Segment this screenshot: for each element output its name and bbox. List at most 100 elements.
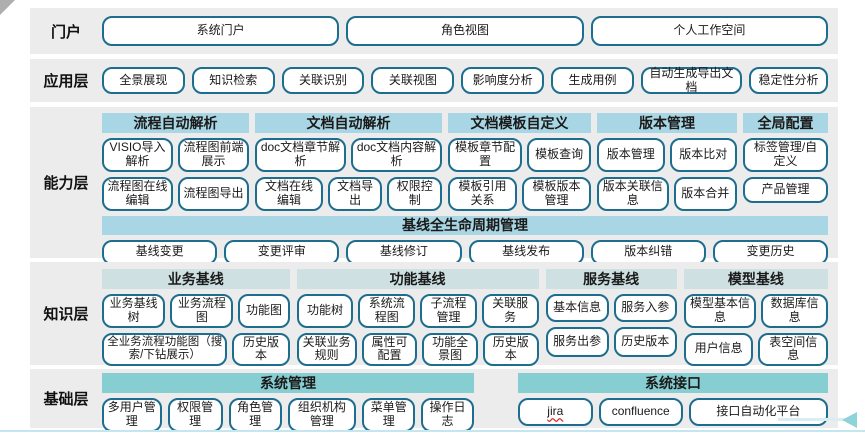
capability-button: 流程图在线编辑: [102, 177, 173, 211]
knowledge-button: 模型基本信息: [683, 294, 757, 328]
foundation-group-system-interface: 系统接口 jira confluence 接口自动化平台: [518, 373, 828, 428]
knowledge-button: 基本信息: [545, 294, 609, 322]
foundation-button: 菜单管理: [362, 398, 416, 432]
foundation-spacer: [474, 373, 518, 428]
capability-button: 模板章节配置: [448, 138, 523, 172]
corner-decoration: [0, 0, 15, 15]
capability-group-process-parse: 流程自动解析 VISIO导入解析 流程图前端展示 流程图在线编辑 流程图导出: [102, 113, 249, 211]
capability-button: 版本合并: [673, 177, 737, 211]
portal-button: 角色视图: [346, 16, 584, 46]
baseline-button: 基线发布: [468, 239, 584, 265]
capability-button: 权限控制: [387, 177, 442, 211]
knowledge-group-model: 模型基线 模型基本信息 数据库信息 用户信息 表空间信息: [683, 269, 828, 367]
knowledge-group-header: 服务基线: [545, 269, 677, 289]
knowledge-button: 业务基线树: [102, 294, 166, 328]
capability-button: 标签管理/自定义: [743, 138, 828, 172]
foundation-group-system-management: 系统管理 多用户管理 权限管理 角色管理 组织机构管理 菜单管理 操作日志: [102, 373, 474, 432]
layer-label-foundation: 基础层: [43, 391, 89, 408]
capability-button: 产品管理: [743, 177, 828, 203]
layer-application: 应用层 全景展现 知识检索 关联识别 关联视图 影响度分析 生成用例 自动生成导…: [30, 59, 838, 102]
knowledge-button: 服务出参: [545, 327, 609, 357]
app-button: 稳定性分析: [748, 67, 829, 94]
knowledge-button: 功能全景图: [422, 332, 478, 367]
app-button: 生成用例: [551, 67, 634, 94]
layer-label-application: 应用层: [43, 73, 89, 90]
layer-portal: 门户 系统门户 角色视图 个人工作空间: [30, 8, 838, 54]
knowledge-button: 全业务流程功能图（搜索/下钻展示）: [102, 332, 228, 367]
app-button: 关联视图: [371, 67, 455, 94]
arrow-tail-line: [778, 418, 846, 421]
baseline-button: 变更历史: [712, 239, 829, 265]
knowledge-button: 历史版本: [232, 332, 290, 367]
knowledge-button: 关联业务规则: [296, 332, 357, 367]
baseline-button: 版本纠错: [590, 239, 706, 265]
app-button: 知识检索: [191, 67, 275, 94]
baseline-button: 基线修订: [346, 239, 462, 265]
knowledge-group-header: 模型基线: [683, 269, 828, 289]
layer-label-capability: 能力层: [43, 175, 89, 192]
knowledge-group-service: 服务基线 基本信息 服务入参 服务出参 历史版本: [545, 269, 677, 365]
capability-group-header: 文档自动解析: [255, 113, 442, 133]
foundation-content: 系统管理 多用户管理 权限管理 角色管理 组织机构管理 菜单管理 操作日志 系统…: [102, 369, 838, 432]
knowledge-button: 历史版本: [613, 327, 677, 357]
knowledge-button: 用户信息: [683, 332, 754, 367]
knowledge-group-function: 功能基线 功能树 系统流程图 子流程管理 关联服务 关联业务规则 属性可配置 功…: [296, 269, 539, 367]
capability-group-header: 版本管理: [597, 113, 737, 133]
knowledge-button: 功能图: [238, 294, 290, 328]
interface-button-jira: jira: [518, 398, 593, 426]
left-arrow-icon: [842, 412, 857, 428]
knowledge-group-header: 功能基线: [296, 269, 539, 289]
layer-label-portal: 门户: [50, 23, 81, 41]
capability-button: doc文档内容解析: [351, 138, 442, 172]
knowledge-button: 表空间信息: [758, 332, 828, 367]
foundation-group-header: 系统接口: [518, 373, 828, 393]
knowledge-button: 关联服务: [481, 294, 539, 328]
capability-group-template: 文档模板自定义 模板章节配置 模板查询 模板引用关系 模板版本管理: [448, 113, 591, 211]
app-button: 影响度分析: [461, 67, 545, 94]
app-button: 全景展现: [102, 67, 185, 94]
portal-content: 系统门户 角色视图 个人工作空间: [102, 8, 838, 54]
foundation-button: 角色管理: [228, 398, 282, 432]
knowledge-button: 数据库信息: [761, 294, 828, 328]
capability-group-doc-parse: 文档自动解析 doc文档章节解析 doc文档内容解析 文档在线编辑 文档导出 权…: [255, 113, 442, 211]
portal-button: 个人工作空间: [590, 16, 828, 46]
capability-group-header: 全局配置: [743, 113, 828, 133]
foundation-button: 操作日志: [421, 398, 474, 432]
capability-button: 版本比对: [669, 138, 737, 172]
layer-label-knowledge: 知识层: [43, 306, 89, 323]
knowledge-group-business: 业务基线 业务基线树 业务流程图 功能图 全业务流程功能图（搜索/下钻展示） 历…: [102, 269, 290, 367]
knowledge-button: 服务入参: [613, 294, 677, 322]
knowledge-button: 系统流程图: [358, 294, 416, 328]
bottom-border-line: [0, 430, 865, 432]
capability-group-global-config: 全局配置 标签管理/自定义 产品管理: [743, 113, 828, 211]
portal-button: 系统门户: [102, 16, 340, 46]
app-button: 关联识别: [281, 67, 365, 94]
capability-button: 文档导出: [327, 177, 383, 211]
baseline-button: 变更评审: [224, 239, 340, 265]
capability-button: 模板查询: [527, 138, 591, 172]
foundation-group-header: 系统管理: [102, 373, 474, 393]
knowledge-button: 历史版本: [482, 332, 539, 367]
capability-button: 流程图导出: [178, 177, 249, 211]
baseline-lifecycle-header: 基线全生命周期管理: [102, 215, 828, 235]
foundation-button: 组织机构管理: [287, 398, 357, 432]
capability-group-header: 流程自动解析: [102, 113, 249, 133]
application-content: 全景展现 知识检索 关联识别 关联视图 影响度分析 生成用例 自动生成导出文档 …: [102, 59, 838, 102]
layer-foundation: 基础层 系统管理 多用户管理 权限管理 角色管理 组织机构管理 菜单管理 操作日…: [30, 369, 838, 432]
capability-button: 模板引用关系: [448, 177, 517, 211]
baseline-button: 基线变更: [102, 239, 218, 265]
capability-button: doc文档章节解析: [255, 138, 346, 172]
foundation-button: 多用户管理: [102, 398, 162, 432]
app-button: 自动生成导出文档: [640, 66, 742, 94]
capability-button: 版本关联信息: [597, 177, 669, 211]
knowledge-content: 业务基线 业务基线树 业务流程图 功能图 全业务流程功能图（搜索/下钻展示） 历…: [102, 262, 838, 367]
layer-knowledge: 知识层 业务基线 业务基线树 业务流程图 功能图 全业务流程功能图（搜索/下钻展…: [30, 262, 838, 367]
capability-button: 文档在线编辑: [255, 177, 323, 211]
capability-group-header: 文档模板自定义: [448, 113, 591, 133]
jira-label: jira: [547, 404, 564, 419]
interface-button-automation: 接口自动化平台: [688, 398, 828, 426]
knowledge-group-header: 业务基线: [102, 269, 290, 289]
capability-button: VISIO导入解析: [102, 138, 173, 172]
interface-button-confluence: confluence: [598, 398, 683, 426]
